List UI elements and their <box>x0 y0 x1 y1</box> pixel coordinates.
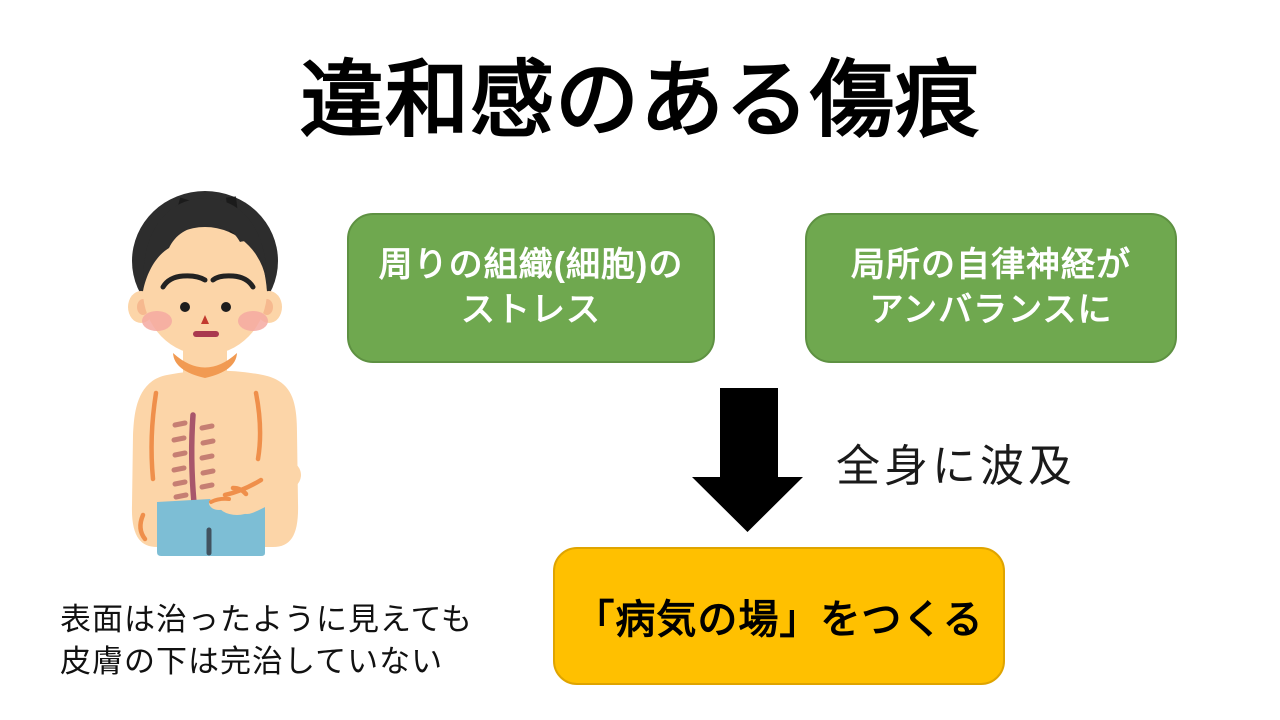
result-box-disease-field: 「病気の場」をつくる <box>553 547 1005 685</box>
cause-box-tissue-stress-line2: ストレス <box>461 291 601 329</box>
slide-title: 違和感のある傷痕 <box>299 53 980 147</box>
down-arrow-icon <box>692 388 803 532</box>
caption-line-2: 皮膚の下は完治していない <box>60 644 444 680</box>
boy-illustration-svg <box>128 191 301 556</box>
cause-box-autonomic-imbalance-line2: アンバランスに <box>869 291 1113 329</box>
caption-line-1: 表面は治ったように見えても <box>60 602 473 637</box>
cause-box-tissue-stress: 周りの組織(細胞)の ストレス <box>347 213 715 363</box>
boy-with-scar-illustration <box>105 185 330 570</box>
cause-box-tissue-stress-line1: 周りの組織(細胞)の <box>378 246 684 285</box>
cause-box-autonomic-imbalance: 局所の自律神経が アンバランスに <box>805 213 1177 363</box>
arrow-label-spread: 全身に波及 <box>836 442 1076 491</box>
cause-box-autonomic-imbalance-line1: 局所の自律神経が <box>851 246 1131 285</box>
result-box-text: 「病気の場」をつくる <box>574 598 984 642</box>
caption-note: 表面は治ったように見えても 皮膚の下は完治していない <box>60 599 473 683</box>
